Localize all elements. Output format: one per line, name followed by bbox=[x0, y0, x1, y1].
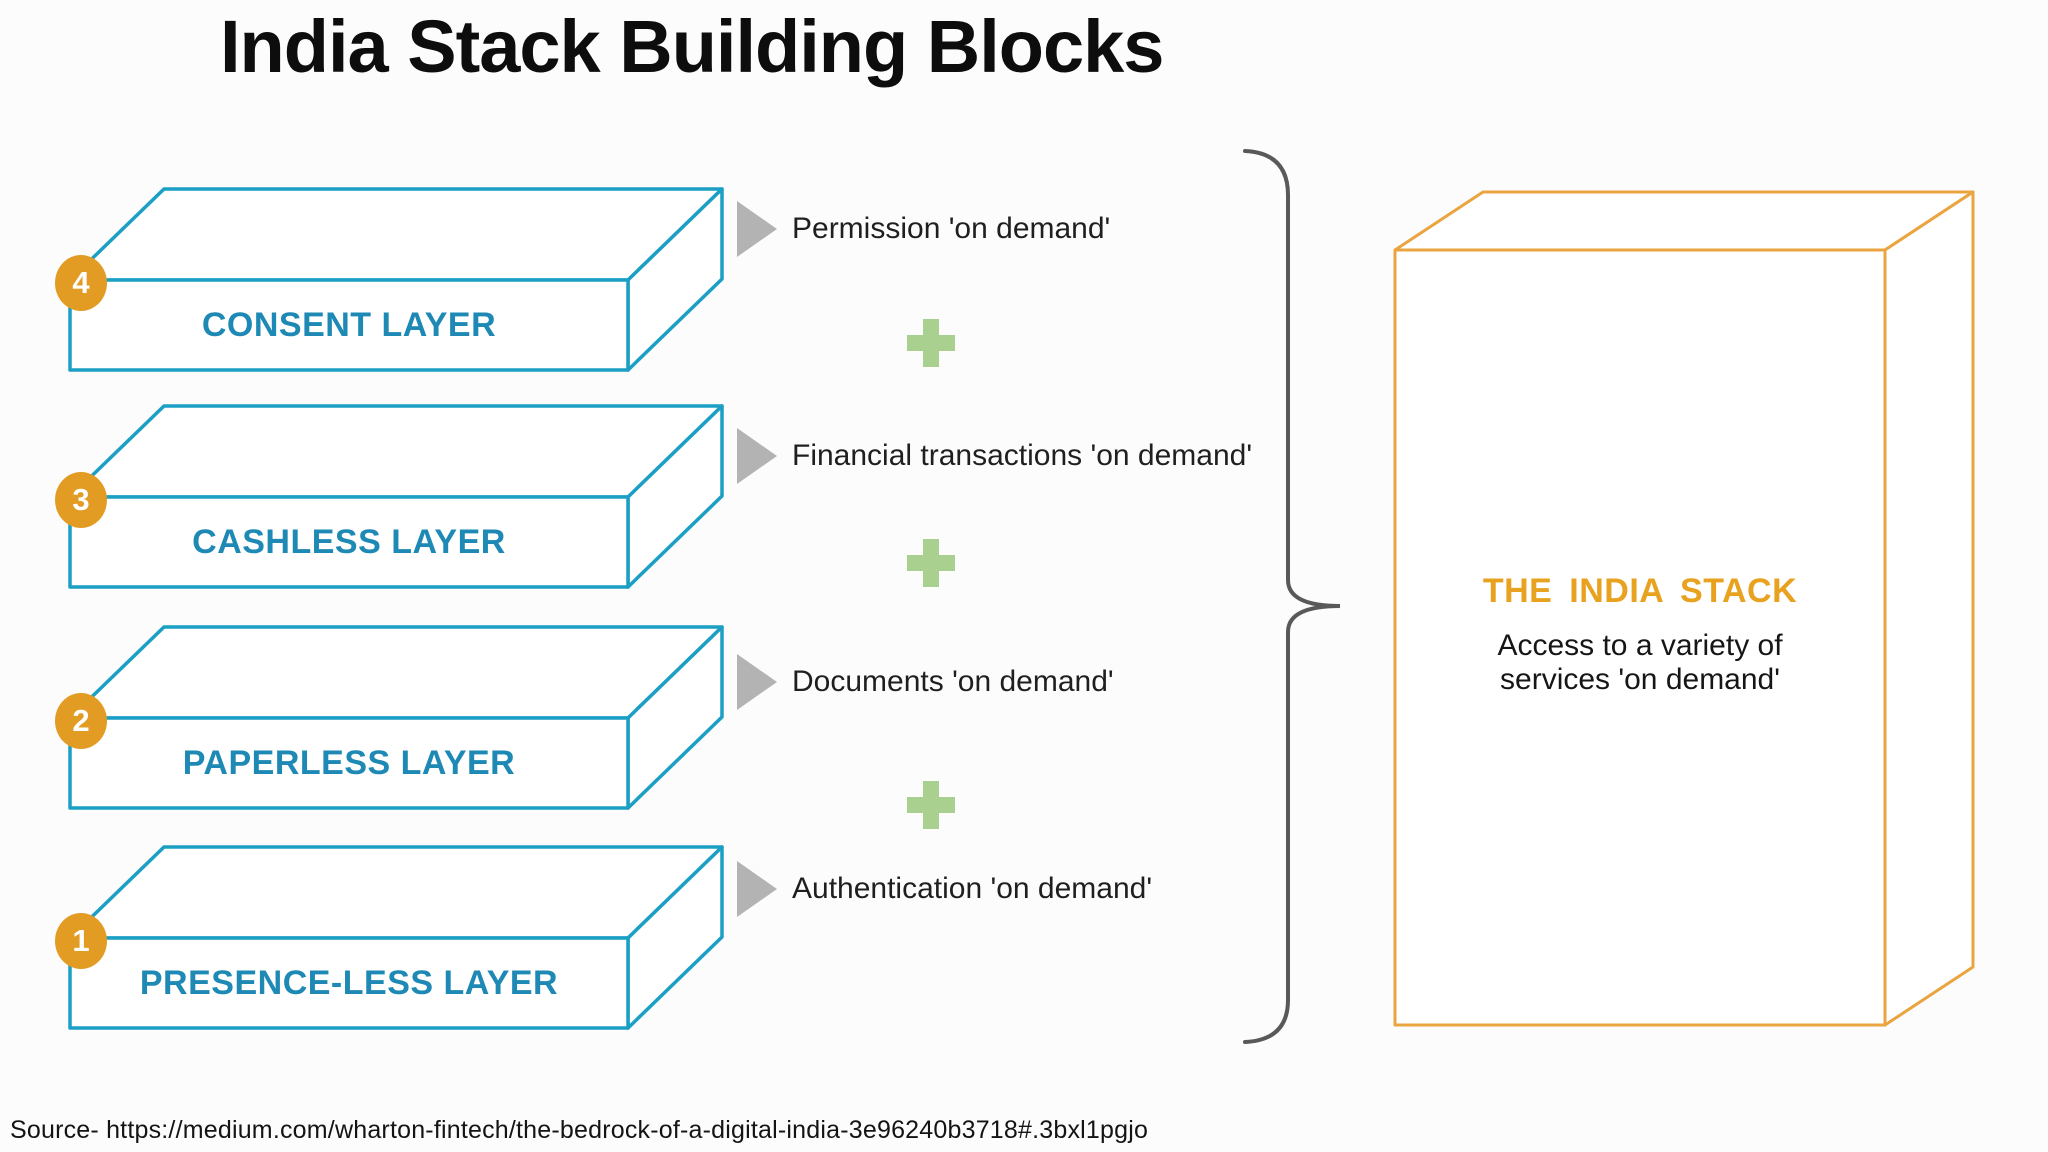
layer-output-text: Authentication 'on demand' bbox=[792, 872, 1153, 905]
layer-box-3d bbox=[68, 187, 724, 372]
layer-block-consent: 4 CONSENT LAYER bbox=[55, 185, 731, 377]
layer-block-presence-less: 1 PRESENCE-LESS LAYER bbox=[55, 843, 731, 1035]
india-stack-text-block: THE INDIA STACK Access to a variety of s… bbox=[1395, 572, 1885, 697]
grouping-brace bbox=[1243, 149, 1341, 1044]
layer-number-badge: 3 bbox=[55, 472, 107, 528]
layer-label: CASHLESS LAYER bbox=[192, 522, 506, 561]
page-title: India Stack Building Blocks bbox=[220, 5, 1164, 88]
layer-number-badge: 4 bbox=[55, 255, 107, 311]
triangle-arrow-icon bbox=[737, 861, 777, 917]
layer-block-paperless: 2 PAPERLESS LAYER bbox=[55, 623, 731, 815]
triangle-arrow-icon bbox=[737, 654, 777, 710]
triangle-arrow-icon bbox=[737, 201, 777, 257]
plus-icon bbox=[907, 319, 955, 367]
source-citation: Source- https://medium.com/wharton-finte… bbox=[10, 1116, 1149, 1144]
india-stack-subtitle-line1: Access to a variety of bbox=[1497, 629, 1783, 662]
layer-label: PAPERLESS LAYER bbox=[182, 743, 516, 782]
layer-box-3d bbox=[68, 625, 724, 810]
layer-number-badge: 1 bbox=[55, 913, 107, 969]
plus-icon bbox=[907, 539, 955, 587]
layer-box-3d bbox=[68, 404, 724, 589]
layer-block-cashless: 3 CASHLESS LAYER bbox=[55, 402, 731, 594]
india-stack-title: THE INDIA STACK bbox=[1482, 572, 1798, 610]
layer-output-text: Documents 'on demand' bbox=[792, 665, 1114, 698]
layer-output-text: Permission 'on demand' bbox=[792, 212, 1111, 245]
layer-output-text: Financial transactions 'on demand' bbox=[792, 439, 1253, 472]
india-stack-subtitle-line2: services 'on demand' bbox=[1500, 663, 1780, 696]
layer-box-3d bbox=[68, 845, 724, 1030]
layer-label: CONSENT LAYER bbox=[201, 305, 497, 344]
layer-label: PRESENCE-LESS LAYER bbox=[139, 963, 559, 1002]
triangle-arrow-icon bbox=[737, 428, 777, 484]
india-stack-box-3d bbox=[1393, 190, 1975, 1027]
plus-icon bbox=[907, 781, 955, 829]
layer-number-badge: 2 bbox=[55, 693, 107, 749]
